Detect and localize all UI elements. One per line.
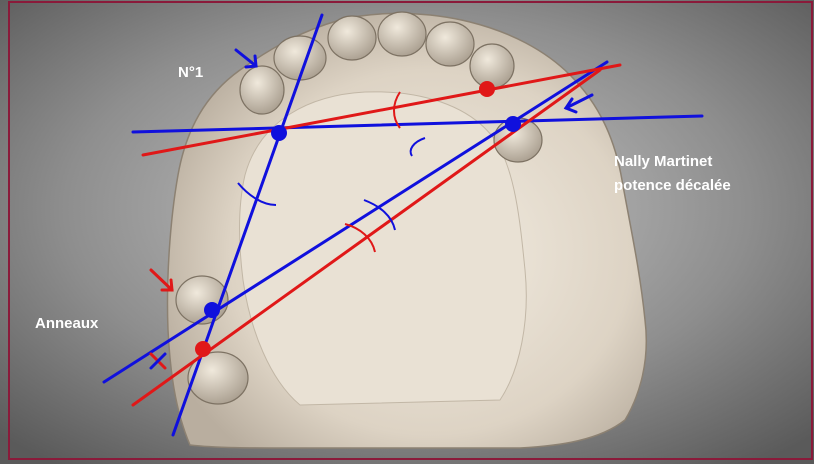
label-anneaux: Anneaux: [35, 314, 98, 334]
red-point: [479, 81, 495, 97]
label-nally-line1: Nally Martinet: [614, 150, 731, 174]
label-nally-martinet: Nally Martinet potence décalée: [614, 150, 731, 198]
tooth: [328, 16, 376, 60]
blue-point: [204, 302, 220, 318]
blue-point: [505, 116, 521, 132]
label-tooth-number: N°1: [178, 63, 203, 83]
tooth: [470, 44, 514, 88]
tooth: [426, 22, 474, 66]
blue-point: [271, 125, 287, 141]
tooth: [378, 12, 426, 56]
red-point: [195, 341, 211, 357]
tooth: [240, 66, 284, 114]
label-nally-line2: potence décalée: [614, 174, 731, 198]
